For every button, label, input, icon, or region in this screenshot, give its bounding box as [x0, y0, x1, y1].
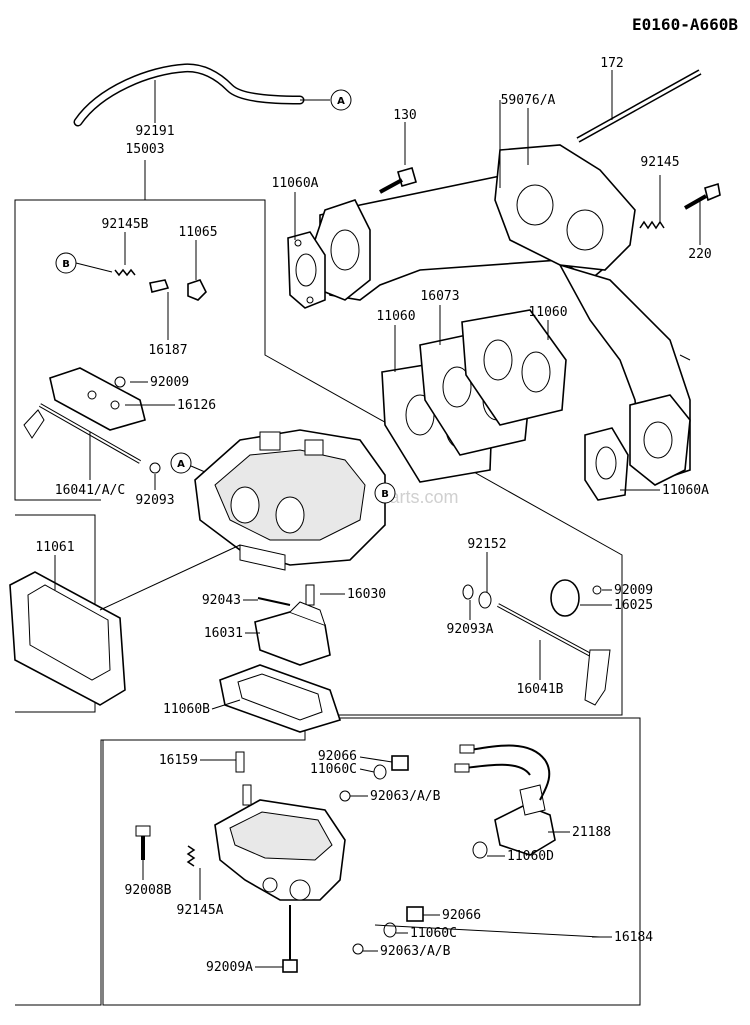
label-11060-right: 11060 [528, 305, 567, 320]
fuel-hose-92191 [73, 63, 325, 127]
label-92008b: 92008B [125, 883, 172, 898]
label-11065: 11065 [178, 225, 217, 240]
label-92009-top: 92009 [150, 375, 189, 390]
spring-92145a [186, 845, 196, 867]
label-11060a-top: 11060A [272, 176, 319, 191]
bolt-130 [379, 122, 417, 194]
svg-text:B: B [381, 489, 389, 500]
float-16031 [254, 601, 331, 666]
label-92093: 92093 [135, 493, 174, 508]
svg-text:A: A [177, 459, 185, 470]
label-11060-left: 11060 [376, 309, 415, 324]
gasket-11060-right [461, 309, 567, 426]
label-16030: 16030 [347, 587, 386, 602]
label-92145a: 92145A [177, 903, 224, 918]
throttle-shaft-16041b [497, 603, 611, 706]
gasket-11060a-top [287, 231, 326, 309]
label-16031: 16031 [204, 626, 243, 641]
gasket-11060b [219, 664, 342, 733]
label-92152: 92152 [467, 537, 506, 552]
plug-11065 [187, 240, 207, 301]
jet-16187 [149, 279, 170, 340]
nut-92066-top [391, 755, 409, 771]
label-59076: 59076/A [501, 93, 556, 108]
callout-a-top: A [325, 89, 352, 111]
callout-b-body: B [374, 482, 396, 504]
label-16126: 16126 [177, 398, 216, 413]
label-92043: 92043 [202, 593, 241, 608]
seal-92093 [149, 462, 161, 490]
choke-plate-16126 [49, 367, 146, 431]
callout-b-left: B [55, 252, 113, 274]
label-92009a: 92009A [206, 960, 253, 975]
label-21188: 21188 [572, 825, 611, 840]
label-92191: 92191 [135, 124, 174, 139]
label-11060b: 11060B [163, 702, 210, 717]
label-92093a: 92093A [447, 622, 494, 637]
label-92063ab-top: 92063/A/B [370, 789, 441, 804]
callout-a-body: A [170, 452, 206, 474]
choke-shaft-16041ac [23, 403, 141, 480]
label-11060a-right: 11060A [662, 483, 709, 498]
label-11060c-top: 11060C [310, 762, 357, 777]
washer-11060c-bottom [383, 922, 397, 938]
bolt-92008b [135, 825, 151, 860]
screw-92063ab-bottom [352, 943, 364, 955]
label-92145: 92145 [640, 155, 679, 170]
svg-text:A: A [337, 96, 345, 107]
label-92145b: 92145B [102, 217, 149, 232]
svg-text:B: B [62, 259, 70, 270]
leader-lines [125, 100, 660, 968]
label-92063ab-bottom: 92063/A/B [380, 944, 451, 959]
bushing-92152 [478, 552, 492, 609]
carburetor-body [194, 429, 386, 571]
gasket-11061 [9, 544, 241, 706]
nut-92066-bottom [406, 906, 424, 922]
solenoid-21188 [454, 744, 556, 856]
assembly-boundary-16184 [102, 717, 641, 1006]
assembly-boundary-15003 [15, 199, 623, 1006]
label-16025: 16025 [614, 598, 653, 613]
label-11060c-bottom: 11060C [410, 926, 457, 941]
seal-92093a [462, 584, 474, 620]
label-16184: 16184 [614, 930, 653, 945]
part-labels: 172 59076/A 130 92191 15003 11060A 92145… [35, 56, 711, 975]
pin-16159 [235, 751, 245, 773]
throttle-plate-16025 [550, 579, 602, 617]
label-220: 220 [688, 247, 711, 262]
label-15003: 15003 [125, 142, 164, 157]
label-16073: 16073 [420, 289, 459, 304]
label-16187: 16187 [148, 343, 187, 358]
label-11060d: 11060D [507, 849, 554, 864]
bolt-220 [684, 182, 721, 245]
screw-92009-top [114, 376, 126, 388]
gasket-11060a-right [584, 427, 629, 501]
label-92009-right: 92009 [614, 583, 653, 598]
oring-11060d [472, 841, 488, 859]
spring-92145b [114, 232, 136, 277]
pin-92043 [257, 597, 291, 606]
label-16159: 16159 [159, 753, 198, 768]
label-92066-bottom: 92066 [442, 908, 481, 923]
label-16041ac: 16041/A/C [55, 483, 125, 498]
washer-11060c-top [373, 764, 387, 780]
stud-172 [576, 69, 702, 143]
label-92066-top: 92066 [318, 749, 357, 764]
bolt-92009a [282, 905, 298, 973]
diagram-code: E0160-A660B [632, 15, 738, 34]
label-11061: 11061 [35, 540, 74, 555]
intake-manifold [314, 144, 691, 486]
float-bowl [214, 784, 346, 901]
label-16041b: 16041B [517, 682, 564, 697]
label-130: 130 [393, 108, 416, 123]
spring-92145 [639, 175, 665, 230]
needle-16030 [305, 584, 315, 606]
screw-92063ab-top [339, 790, 351, 802]
label-172: 172 [600, 56, 623, 71]
